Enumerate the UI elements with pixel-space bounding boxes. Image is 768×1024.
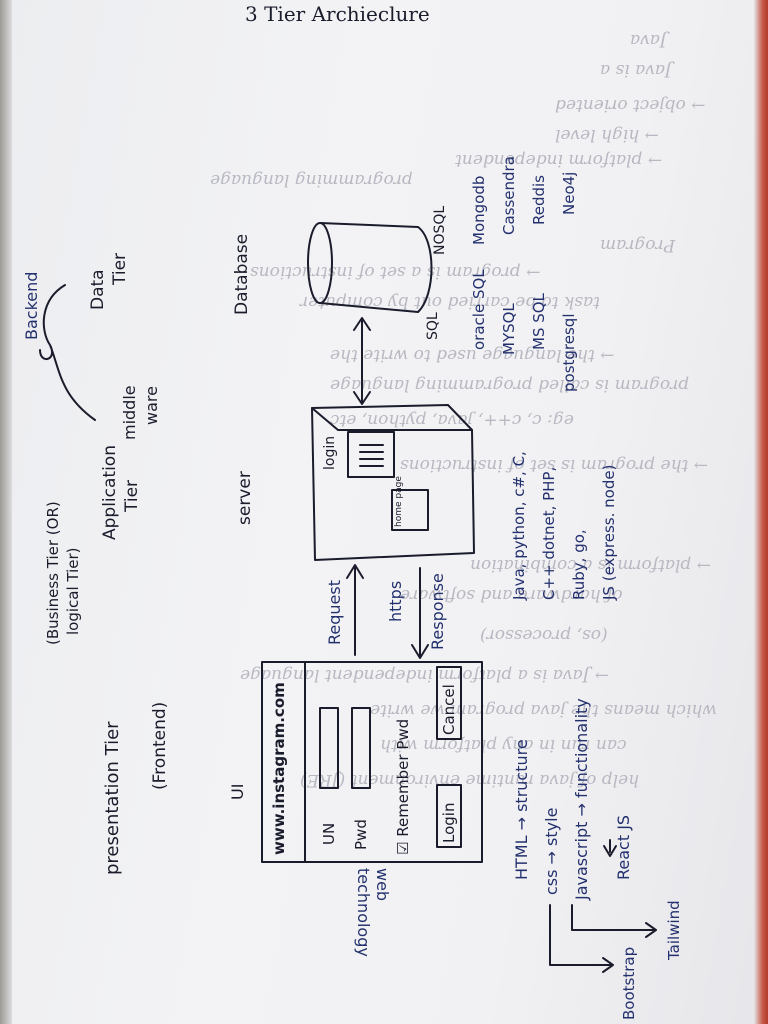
bootstrap-arrow	[549, 904, 614, 973]
sql-item: oracle SQL	[470, 269, 488, 350]
middle-ware-label: middle	[120, 385, 139, 440]
server-lang-line: C++ dotnet, PHP,	[540, 466, 558, 600]
login-button-box	[436, 784, 462, 848]
server-lang-line: Java, python, c#, C,	[510, 451, 528, 600]
ui-caption: UI	[228, 783, 247, 800]
sql-item: MS SQL	[530, 293, 548, 350]
home-page-label: home page	[394, 476, 404, 527]
css-line: css → style	[542, 807, 561, 895]
database-cylinder-top	[307, 222, 333, 304]
nosql-item: Mongodb	[470, 175, 488, 245]
response-label: Response	[428, 573, 447, 650]
cancel-button[interactable]: Cancel	[440, 684, 458, 735]
data-tier-label: Data	[88, 269, 108, 310]
remember-checkbox[interactable]: ☑ Remember Pwd	[394, 718, 412, 855]
react-arrow	[603, 839, 617, 857]
sql-item: postgresql	[560, 313, 578, 393]
html-line: HTML → structure	[512, 739, 531, 880]
server-lang-line: JS (express. node)	[600, 464, 618, 600]
technology-label: technology	[354, 868, 373, 957]
ui-window-frame	[261, 661, 483, 863]
pwd-input-box	[351, 707, 371, 789]
database-cylinder-body	[319, 222, 419, 313]
login-page-label: login	[322, 435, 338, 470]
logical-tier-label: logical Tier)	[64, 547, 82, 635]
nosql-label: NOSQL	[432, 205, 448, 255]
ui-url: www.instagram.com	[270, 682, 288, 855]
un-input-box	[319, 707, 339, 789]
server-lang-line: Ruby, go,	[570, 529, 588, 600]
data-tier-label-2: Tier	[110, 252, 130, 285]
database-cylinder-bottom	[417, 226, 433, 313]
middle-ware-label-2: ware	[142, 386, 161, 425]
cancel-button-box	[436, 666, 462, 740]
server-caption: server	[235, 471, 255, 525]
database-caption: Database	[232, 233, 252, 315]
sql-item: MYSQL	[500, 303, 518, 355]
login-button[interactable]: Login	[440, 802, 458, 843]
web-label: web	[373, 868, 392, 902]
business-tier-label: (Business Tier (OR)	[44, 501, 62, 645]
pwd-label: Pwd	[352, 819, 370, 850]
nosql-item: Neo4j	[560, 171, 578, 215]
nosql-item: Reddis	[530, 174, 548, 225]
response-arrow	[411, 567, 429, 659]
https-label: https	[386, 580, 405, 622]
frontend-label: (Frontend)	[150, 701, 170, 790]
application-tier-label: Application	[100, 445, 120, 540]
nosql-item: Cassendra	[500, 156, 518, 235]
request-arrow	[346, 564, 364, 656]
un-label: UN	[320, 822, 338, 845]
login-page-frame	[347, 431, 395, 478]
presentation-tier-label: presentation Tier	[102, 721, 123, 875]
page-shadow-left	[0, 0, 12, 1024]
tailwind-arrow	[571, 904, 657, 938]
remember-label: Remember Pwd	[394, 718, 412, 837]
db-server-arrow	[353, 317, 371, 405]
page-title: 3 Tier Archieclure	[245, 2, 430, 26]
backend-label: Backend	[22, 271, 41, 340]
web-technology-heading: web technology	[354, 868, 392, 957]
backend-brace	[39, 284, 96, 421]
react-line: React JS	[614, 814, 633, 880]
home-page-frame	[391, 489, 429, 531]
js-line: Javascript → functionality	[572, 698, 591, 900]
sql-label: SQL	[425, 312, 441, 340]
application-tier-label-2: Tier	[122, 479, 142, 512]
request-label: Request	[325, 580, 344, 645]
page-edge-right	[754, 0, 768, 1024]
server-box	[311, 404, 475, 561]
bootstrap-label: Bootstrap	[620, 946, 638, 1020]
tailwind-label: Tailwind	[665, 900, 683, 960]
